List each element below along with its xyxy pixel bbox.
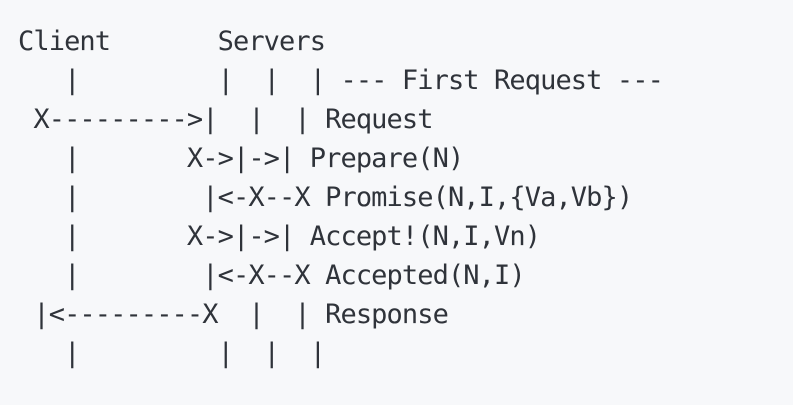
diagram-row-accepted: | |<-X--X Accepted(N,I)	[18, 260, 526, 291]
diagram-row-header: Client Servers	[18, 26, 326, 57]
diagram-row-client-request: X--------->| | | Request	[18, 104, 433, 135]
diagram-row-lifelines-bottom: | | | |	[18, 338, 326, 369]
ascii-art-body: Client Servers | | | | --- First Request…	[18, 22, 664, 373]
diagram-row-accept: | X->|->| Accept!(N,I,Vn)	[18, 221, 541, 252]
diagram-row-response: |<---------X | | Response	[18, 299, 449, 330]
diagram-row-lifelines-top: | | | | --- First Request ---	[18, 65, 664, 96]
diagram-row-prepare: | X->|->| Prepare(N)	[18, 143, 464, 174]
diagram-row-promise: | |<-X--X Promise(N,I,{Va,Vb})	[18, 182, 633, 213]
